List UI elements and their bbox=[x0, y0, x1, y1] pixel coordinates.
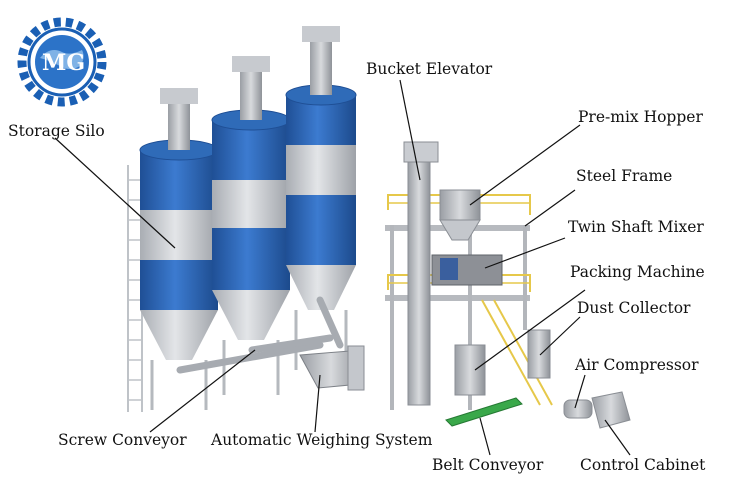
label-dust-collector: Dust Collector bbox=[577, 299, 691, 317]
label-air-compressor: Air Compressor bbox=[575, 356, 699, 374]
label-packing-machine: Packing Machine bbox=[570, 263, 705, 281]
air-compressor-unit bbox=[563, 399, 593, 419]
premix-hopper-unit bbox=[439, 189, 481, 241]
screw-conveyor-pipes bbox=[176, 296, 344, 374]
leader-lines bbox=[54, 79, 631, 456]
belt-conveyor-unit bbox=[445, 397, 523, 427]
logo-text: MG bbox=[42, 50, 86, 76]
label-steel-frame: Steel Frame bbox=[576, 167, 673, 185]
storage-silo-1 bbox=[139, 88, 219, 410]
storage-silo-2 bbox=[211, 56, 291, 395]
label-premix-hopper: Pre-mix Hopper bbox=[578, 108, 703, 126]
label-twin-shaft-mixer: Twin Shaft Mixer bbox=[568, 218, 704, 236]
mg-gear-logo bbox=[17, 17, 107, 107]
label-storage-silo: Storage Silo bbox=[8, 122, 105, 140]
label-control-cabinet: Control Cabinet bbox=[580, 456, 706, 474]
bucket-elevator-unit bbox=[403, 141, 439, 406]
label-screw-conveyor: Screw Conveyor bbox=[58, 431, 187, 449]
twin-shaft-mixer-unit bbox=[431, 254, 503, 286]
silo-ladder bbox=[127, 165, 143, 412]
control-cabinet-unit bbox=[591, 391, 631, 429]
label-belt-conveyor: Belt Conveyor bbox=[432, 456, 544, 474]
weighing-hopper bbox=[299, 345, 365, 391]
packing-machine-unit bbox=[454, 344, 486, 396]
label-bucket-elevator: Bucket Elevator bbox=[366, 60, 493, 78]
storage-silo-3 bbox=[285, 26, 357, 370]
dust-collector-unit bbox=[527, 329, 551, 379]
label-automatic-weighing-system: Automatic Weighing System bbox=[211, 431, 433, 449]
